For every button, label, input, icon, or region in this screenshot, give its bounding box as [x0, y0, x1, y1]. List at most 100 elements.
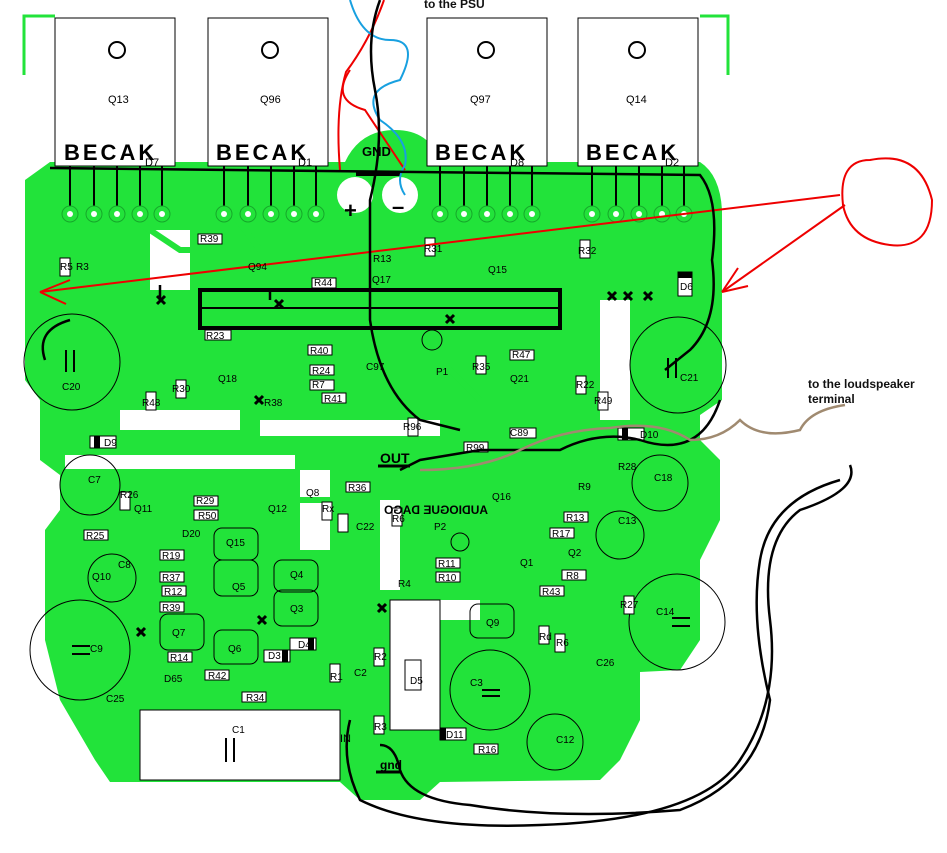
svg-text:R39: R39 — [200, 234, 219, 245]
svg-text:R12: R12 — [164, 587, 183, 598]
diode-labels-top: D7 D1 D8 D2 — [145, 157, 679, 169]
svg-text:D65: D65 — [164, 674, 183, 685]
svg-text:R34: R34 — [246, 693, 265, 704]
svg-text:Q2: Q2 — [568, 548, 582, 559]
svg-text:R99: R99 — [466, 443, 485, 454]
svg-text:Q17: Q17 — [372, 275, 391, 286]
transistor-pads — [61, 205, 693, 223]
svg-text:Q9: Q9 — [486, 618, 500, 629]
transistor-name: Q14 — [626, 94, 647, 106]
svg-text:D3: D3 — [268, 651, 281, 662]
svg-text:D5: D5 — [410, 676, 423, 687]
resistor-bodies — [59, 233, 635, 755]
svg-text:Q10: Q10 — [92, 572, 111, 583]
svg-text:R5: R5 — [60, 262, 73, 273]
transistor-pins: BECAK — [64, 140, 157, 165]
svg-text:R24: R24 — [312, 366, 331, 377]
heatsink-outline-left — [22, 14, 55, 75]
svg-text:R41: R41 — [324, 394, 343, 405]
in-label: IN — [340, 733, 351, 745]
svg-text:R40: R40 — [310, 346, 329, 357]
svg-text:R1: R1 — [330, 672, 343, 683]
svg-text:C13: C13 — [618, 516, 637, 527]
svg-text:C25: C25 — [106, 694, 125, 705]
pcb-traces — [67, 207, 683, 753]
transistor-pins: BECAK — [216, 140, 309, 165]
svg-text:R6: R6 — [392, 514, 405, 525]
svg-text:Q16: Q16 — [492, 492, 511, 503]
svg-text:R96: R96 — [403, 422, 422, 433]
transistor-name: Q97 — [470, 94, 491, 106]
connector-labels: OUT IN gnd AUDIOGUE DAGO — [340, 450, 488, 774]
small-transistor-outlines — [159, 329, 515, 665]
svg-text:R22: R22 — [576, 380, 595, 391]
transistor-name: Q13 — [108, 94, 129, 106]
heatsink-outline-right — [700, 14, 730, 75]
to-speaker-annotation-2: terminal — [808, 392, 855, 406]
transistor-name: Q96 — [260, 94, 281, 106]
svg-text:Q11: Q11 — [134, 504, 153, 515]
svg-text:R3: R3 — [76, 262, 89, 273]
to-psu-annotation: to the PSU — [424, 0, 485, 11]
power-transistor-q13: Q13 BECAK — [54, 17, 176, 167]
power-transistor-q97: Q97 BECAK — [426, 17, 548, 167]
svg-text:C9: C9 — [90, 644, 103, 655]
svg-text:R2: R2 — [374, 652, 387, 663]
svg-text:Q12: Q12 — [268, 504, 287, 515]
power-transistor-q96: Q96 BECAK — [207, 17, 329, 167]
svg-text:R27: R27 — [620, 600, 639, 611]
svg-text:C26: C26 — [596, 658, 615, 669]
svg-text:R3: R3 — [374, 722, 387, 733]
power-transistor-q14: Q14 BECAK — [577, 17, 699, 167]
svg-text:D1: D1 — [298, 157, 312, 169]
svg-text:R6: R6 — [556, 638, 569, 649]
svg-text:R43: R43 — [542, 587, 561, 598]
svg-text:R11: R11 — [438, 559, 456, 570]
svg-text:C12: C12 — [556, 735, 575, 746]
svg-text:R35: R35 — [472, 362, 491, 373]
black-wires — [41, 0, 853, 827]
svg-text:C97: C97 — [366, 362, 385, 373]
svg-text:D9: D9 — [104, 438, 117, 449]
svg-text:C14: C14 — [656, 607, 675, 618]
pcb-cutouts — [65, 177, 630, 781]
gnd-label: GND — [362, 144, 391, 159]
svg-text:Q5: Q5 — [232, 582, 246, 593]
psu-connector: GND + – — [344, 144, 404, 223]
svg-text:R4: R4 — [398, 579, 411, 590]
svg-text:Q4: Q4 — [290, 570, 304, 581]
svg-text:R30: R30 — [172, 384, 191, 395]
svg-text:R26: R26 — [120, 490, 139, 501]
svg-text:R13: R13 — [566, 513, 585, 524]
svg-text:R38: R38 — [264, 398, 283, 409]
svg-text:Rx: Rx — [322, 504, 334, 515]
svg-text:R17: R17 — [552, 529, 571, 540]
svg-text:Rd: Rd — [539, 632, 552, 643]
svg-text:C3: C3 — [470, 678, 483, 689]
mirrored-brand-text: AUDIOGUE DAGO — [384, 503, 488, 517]
brown-speaker-wire — [419, 403, 846, 472]
svg-text:R8: R8 — [566, 571, 579, 582]
minus-label: – — [392, 194, 404, 219]
svg-text:Q3: Q3 — [290, 604, 304, 615]
gnd-bottom-label: gnd — [380, 758, 402, 772]
svg-text:R47: R47 — [512, 350, 531, 361]
svg-text:C8: C8 — [118, 560, 131, 571]
component-labels: R39 R5 R3 R31 R32 R44 Q94 Q17 Q15 R13 D6… — [60, 234, 699, 756]
transistor-pins: BECAK — [586, 140, 679, 165]
svg-text:R37: R37 — [162, 573, 181, 584]
svg-text:R10: R10 — [438, 573, 457, 584]
svg-text:R16: R16 — [478, 745, 497, 756]
svg-text:C1: C1 — [232, 725, 245, 736]
svg-text:Q6: Q6 — [228, 644, 242, 655]
svg-text:R14: R14 — [170, 653, 189, 664]
svg-text:Q94: Q94 — [248, 262, 267, 273]
svg-text:P2: P2 — [434, 522, 447, 533]
svg-text:P1: P1 — [436, 367, 449, 378]
svg-text:R39: R39 — [162, 603, 181, 614]
capacitor-symbols — [65, 350, 690, 762]
diode-bodies — [89, 271, 693, 741]
svg-text:C21: C21 — [680, 373, 699, 384]
